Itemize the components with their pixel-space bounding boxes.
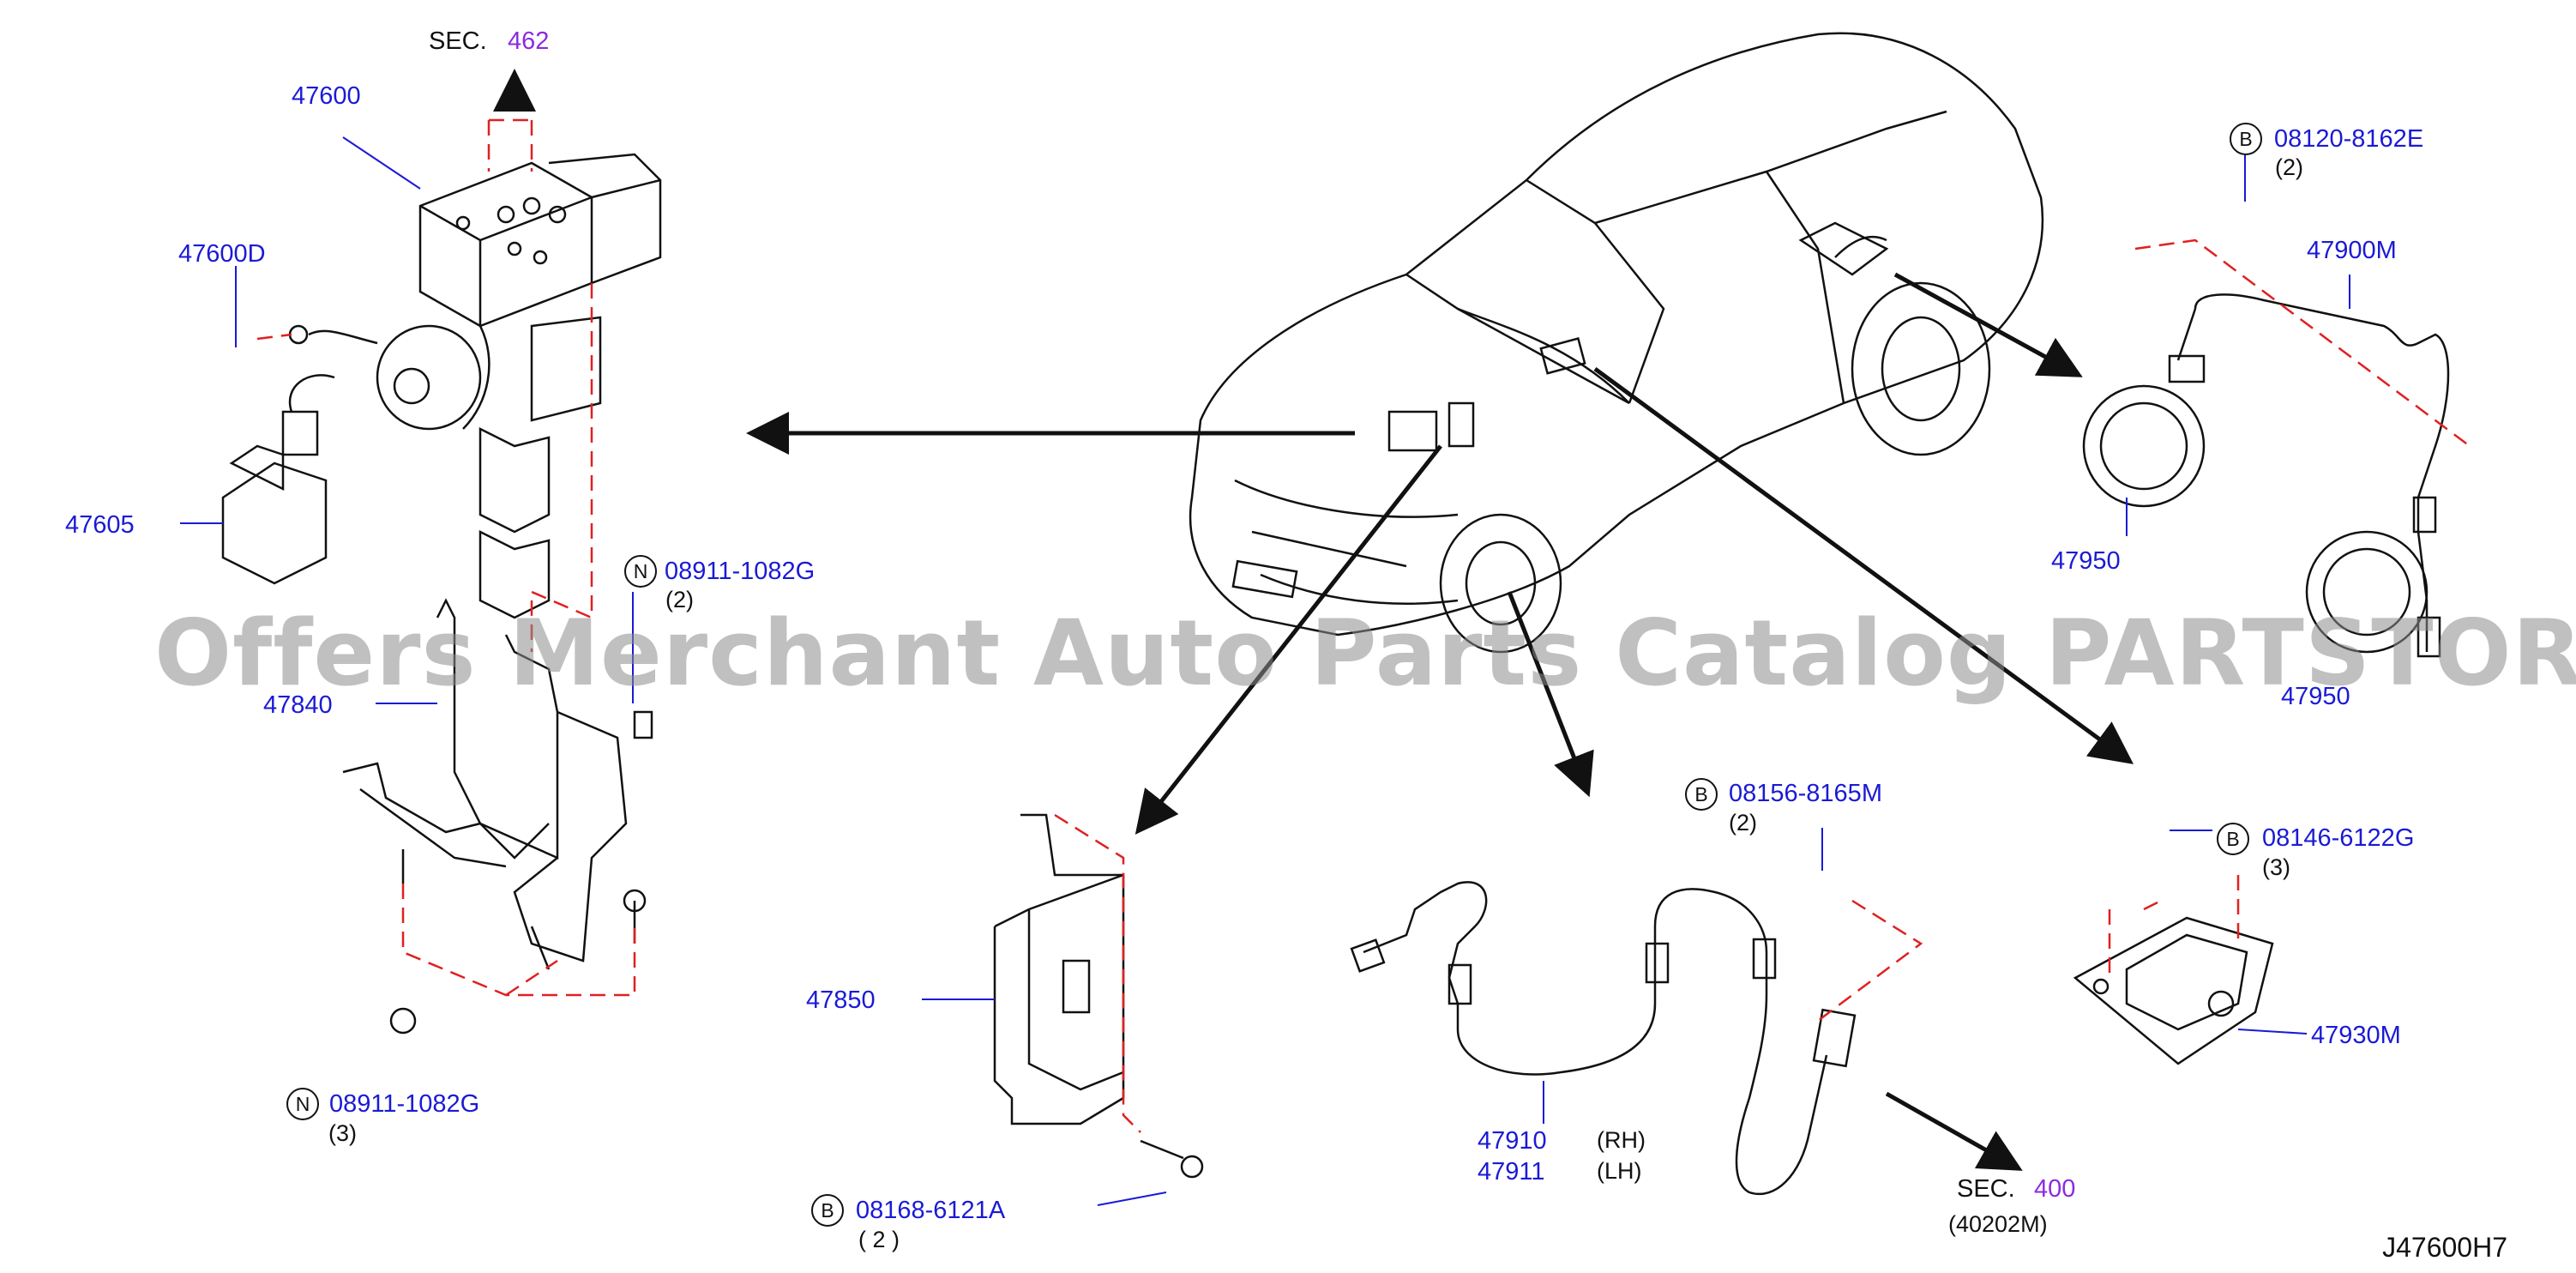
fastener-type-n-badge: N: [624, 555, 657, 588]
fastener-type-b-badge: B: [2217, 823, 2249, 855]
section-ref-bottom-number[interactable]: 400: [2034, 1175, 2076, 1203]
part-47600d-label[interactable]: 47600D: [178, 240, 266, 268]
part-47605-label[interactable]: 47605: [65, 511, 135, 539]
part-47950-label[interactable]: 47950: [2281, 683, 2350, 710]
fastener-type-b-badge: B: [2230, 123, 2262, 155]
vehicle-illustration: [1189, 32, 2044, 654]
leader-lines: [180, 136, 2350, 1206]
fastener-type-b-badge: B: [1685, 778, 1718, 811]
yaw-sensor-drawing: [2073, 916, 2274, 1065]
fastener-08146-6122g-label[interactable]: 08146-6122G: [2262, 824, 2415, 852]
fastener-quantity: (3): [2262, 854, 2290, 880]
part-47840-label[interactable]: 47840: [263, 691, 333, 719]
part-47950-label[interactable]: 47950: [2051, 547, 2121, 575]
control-unit-drawing: [993, 813, 1204, 1179]
part-47910-label[interactable]: 47910: [1478, 1127, 1547, 1155]
fastener-quantity: (3): [328, 1120, 357, 1146]
section-ref-top-number[interactable]: 462: [508, 27, 550, 55]
fastener-quantity: (2): [665, 587, 694, 612]
fastener-08911-1082g-label[interactable]: 08911-1082G: [329, 1090, 480, 1118]
section-ref-bottom-code: (40202M): [1948, 1211, 2048, 1237]
diagram-code: J47600H7: [2382, 1232, 2507, 1263]
part-47600-label[interactable]: 47600: [292, 82, 361, 110]
section-ref-bottom-prefix: SEC.: [1957, 1175, 2015, 1203]
fastener-08156-8165m-label[interactable]: 08156-8165M: [1729, 780, 1882, 807]
fastener-08911-1082g-label[interactable]: 08911-1082G: [665, 558, 816, 585]
abs-actuator-drawing: [221, 153, 662, 619]
section-ref-top-prefix: SEC.: [429, 27, 487, 55]
fastener-08168-6121a-label[interactable]: 08168-6121A: [856, 1197, 1006, 1224]
fastener-type-b-badge: B: [811, 1194, 844, 1227]
callout-arrows: [493, 69, 2134, 1171]
fastener-quantity: (2): [1729, 810, 1757, 836]
side-rh-label: (RH): [1597, 1127, 1646, 1153]
fastener-quantity: (2): [2275, 154, 2303, 180]
fastener-type-n-badge: N: [286, 1088, 319, 1120]
bracket-drawing: [342, 598, 653, 1035]
sensor-rotor-drawing: [2082, 293, 2450, 658]
part-47900m-label[interactable]: 47900M: [2307, 237, 2397, 264]
wheel-sensor-drawing: [1350, 881, 1857, 1196]
fastener-quantity: ( 2 ): [858, 1227, 900, 1252]
part-47930m-label[interactable]: 47930M: [2311, 1022, 2401, 1049]
dashed-guides: [256, 118, 2471, 1133]
side-lh-label: (LH): [1597, 1158, 1642, 1184]
fastener-08120-8162e-label[interactable]: 08120-8162E: [2274, 125, 2424, 153]
part-47911-label[interactable]: 47911: [1478, 1158, 1545, 1186]
part-47850-label[interactable]: 47850: [806, 986, 876, 1014]
